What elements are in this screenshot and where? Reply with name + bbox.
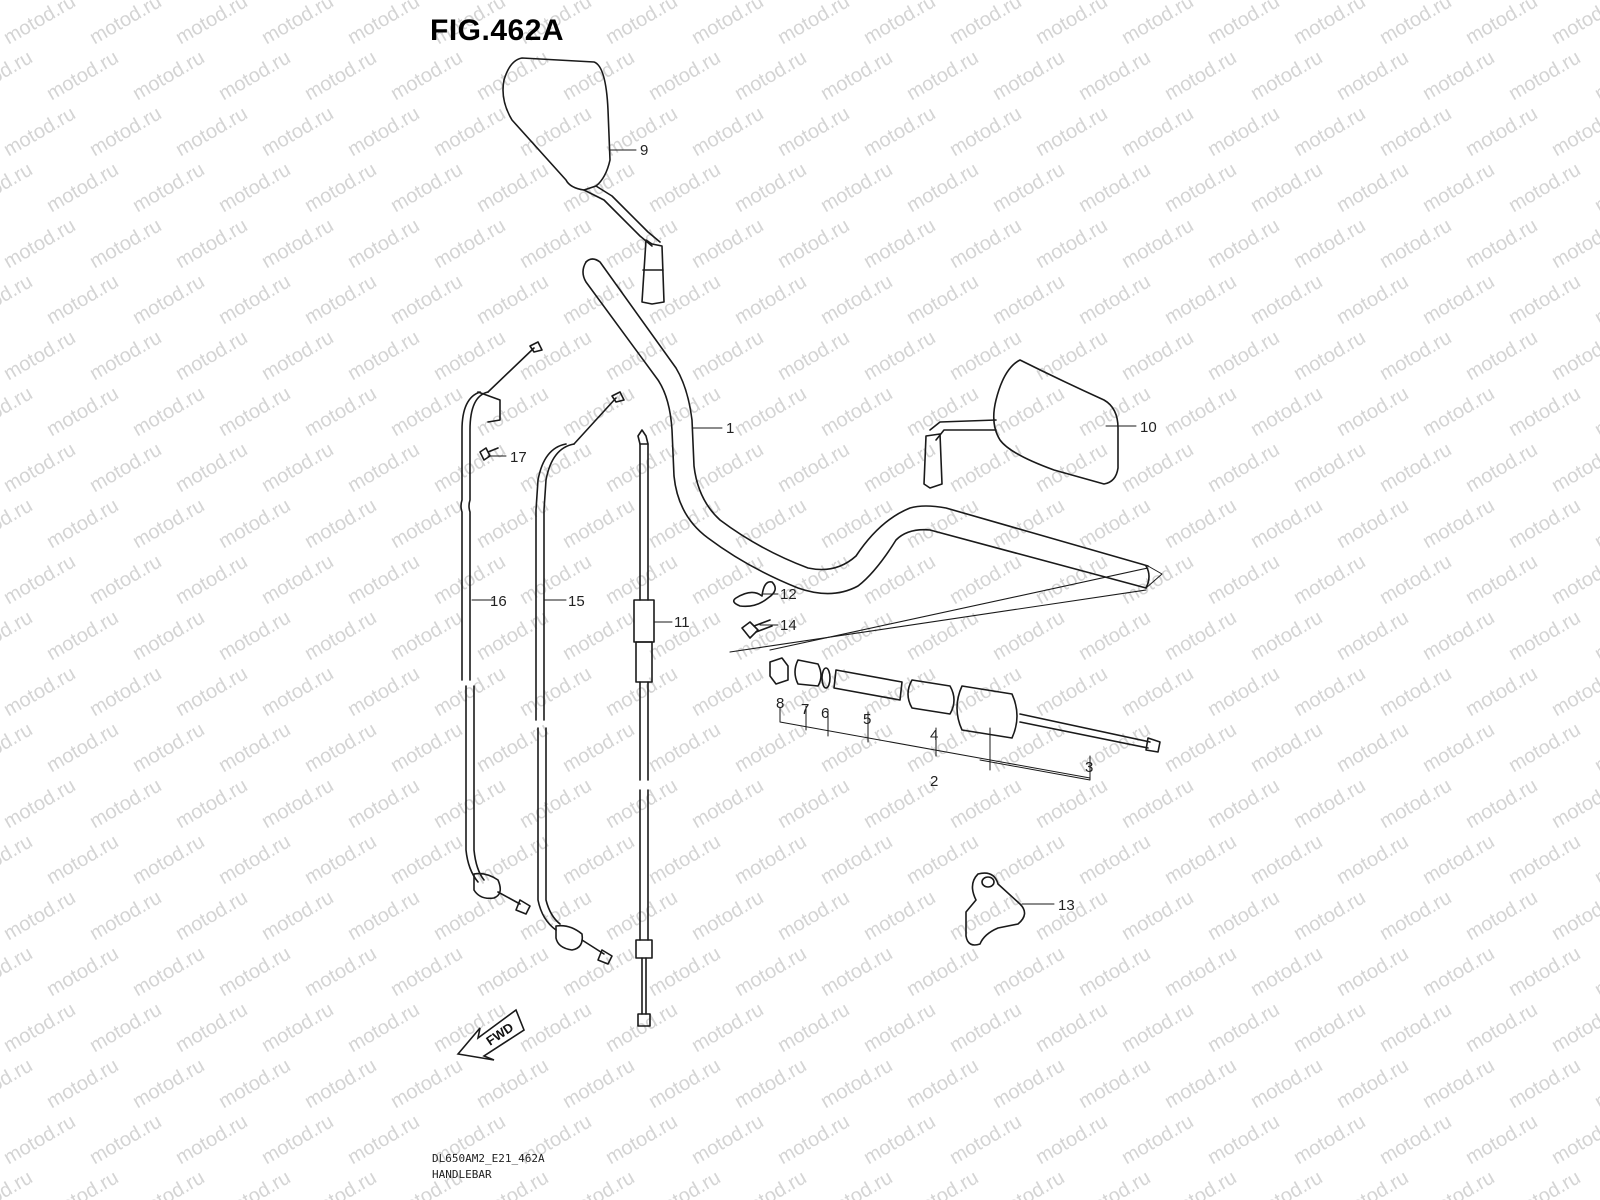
callout-8: 8 (776, 695, 784, 712)
figure-title: FIG.462A (430, 14, 565, 47)
cable-15 (535, 391, 625, 965)
callout-numbers: 9 1 10 12 14 11 15 16 17 8 7 6 5 4 2 3 1… (490, 142, 1157, 914)
callout-17: 17 (510, 449, 527, 466)
leader-lines (471, 149, 1137, 905)
callout-2: 2 (930, 773, 938, 790)
callout-1: 1 (726, 420, 734, 437)
cable-16 (460, 341, 543, 915)
callout-7: 7 (801, 701, 809, 718)
callout-10: 10 (1140, 419, 1157, 436)
callout-3: 3 (1085, 759, 1093, 776)
bracket-lines (779, 705, 1091, 781)
callout-15: 15 (568, 593, 585, 610)
callout-9: 9 (640, 142, 648, 159)
callout-6: 6 (821, 705, 829, 722)
left-mirror (502, 57, 665, 305)
diagram-name: HANDLEBAR (432, 1168, 492, 1181)
callout-5: 5 (863, 711, 871, 728)
clamp-clip (732, 580, 776, 608)
callout-4: 4 (930, 727, 938, 744)
callout-16: 16 (490, 593, 507, 610)
cable-11 (633, 429, 655, 1027)
callout-14: 14 (780, 617, 797, 634)
callout-12: 12 (780, 586, 797, 603)
fwd-arrow: FWD (456, 1008, 525, 1061)
callout-11: 11 (674, 614, 690, 631)
handlebar (582, 258, 1163, 595)
mounting-bracket (965, 872, 1026, 946)
screw-17 (479, 447, 499, 461)
callout-13: 13 (1058, 897, 1075, 914)
bolt-14 (741, 619, 773, 639)
bar-end-assembly (769, 657, 1161, 753)
right-mirror (923, 359, 1119, 489)
assembly-guide-lines (729, 567, 1149, 653)
diagram-code: DL650AM2_E21_462A (432, 1152, 545, 1165)
